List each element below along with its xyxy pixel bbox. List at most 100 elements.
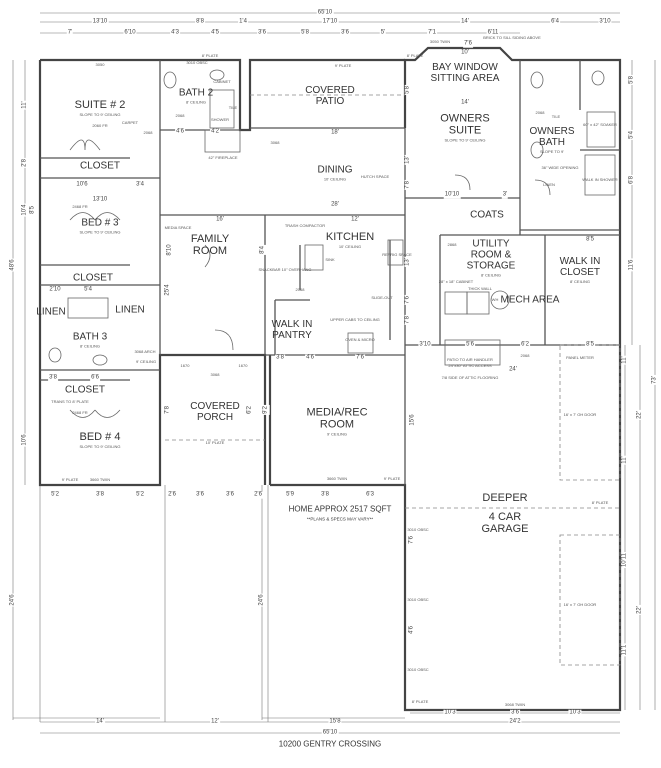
plan-annotation: SLIDE-OUT xyxy=(371,294,393,300)
interior-walls xyxy=(40,60,620,485)
dimension-label: 13' xyxy=(404,155,412,165)
dimension-label: 10'11 xyxy=(621,551,629,569)
dimension-label: 5' xyxy=(379,29,387,37)
room-name: UTILITY ROOM & STORAGE xyxy=(466,238,516,272)
dimension-label: 8'5 xyxy=(585,236,595,244)
plan-annotation: BRICK TO SILL SIDING ABOVE xyxy=(483,34,541,40)
dimension-label: 14' xyxy=(460,18,470,26)
dimension-label: 13'10 xyxy=(91,196,109,204)
plan-annotation: MEDIA SPACE xyxy=(164,224,192,230)
dimension-label: 22' xyxy=(636,605,644,615)
plan-annotation: TRANS TO 8' PLATE xyxy=(51,398,89,404)
dimension-label: 3'6 xyxy=(340,29,350,37)
dimension-label: 7'6 xyxy=(463,40,473,48)
plan-annotation: THICK WALL xyxy=(468,285,492,291)
plan-annotation: 8' PLATE xyxy=(411,698,429,704)
room-name: COVERED PATIO xyxy=(305,85,355,107)
dimension-label: 3' xyxy=(501,191,509,199)
plan-annotation: 42" FIREPLACE xyxy=(208,154,238,160)
room-label: CLOSET xyxy=(80,161,120,172)
room-label: COVERED PORCH xyxy=(180,401,250,423)
plan-annotation: HUTCH SPACE xyxy=(360,173,390,179)
dimension-label: 11' xyxy=(621,455,629,465)
dimension-label: 5'4 xyxy=(628,130,636,140)
dimension-label: 14' xyxy=(95,718,105,726)
room-name: CLOSET xyxy=(72,272,114,284)
plan-annotation: 2468 FR xyxy=(72,409,88,415)
dimension-label: 3'6 xyxy=(510,709,520,717)
dimension-label: 17'10 xyxy=(321,18,339,26)
dimension-label: 7'6 xyxy=(355,354,365,362)
room-name: FAMILY ROOM xyxy=(190,232,230,257)
dimension-label: 3'10 xyxy=(598,18,612,26)
dimension-label: 5'8 xyxy=(628,75,636,85)
room-name: CLOSET xyxy=(64,384,106,396)
dimension-label: 3'6 xyxy=(225,491,235,499)
dimension-label: 2'6 xyxy=(167,491,177,499)
dimension-label: 15'6 xyxy=(409,413,417,427)
room-ceiling-note: 8' CEILING xyxy=(185,99,207,105)
dimension-label: 24'6 xyxy=(258,593,266,607)
plan-annotation: 8' PLATE xyxy=(201,52,219,58)
dimension-label: 16' xyxy=(215,216,225,224)
plan-annotation: REFRIG SPACE xyxy=(382,251,412,257)
plan-annotation: 8' PLATE xyxy=(406,52,424,58)
plan-annotation: 2068 xyxy=(295,286,305,292)
room-label: CLOSET xyxy=(65,385,105,396)
dimension-label: 73' xyxy=(651,375,659,385)
plan-annotation: WALK IN SHOWER xyxy=(582,176,618,182)
dimension-label: 6'10 xyxy=(123,29,137,37)
room-name: COVERED PORCH xyxy=(190,401,240,423)
room-label: FAMILY ROOM xyxy=(175,233,245,257)
dimension-label: 25'4 xyxy=(164,283,172,297)
plan-annotation: SNACKBAR 10" OVERHANG xyxy=(258,266,312,272)
garage-doors xyxy=(165,94,621,666)
room-name: WALK IN CLOSET xyxy=(559,255,601,278)
dimension-label: 8'8 xyxy=(195,18,205,26)
dimension-label: 10'10 xyxy=(443,191,461,199)
dimension-label: 3'8 xyxy=(275,354,285,362)
dimension-label: 4'6 xyxy=(175,128,185,136)
plan-annotation: 9' CEILING xyxy=(135,358,157,364)
dimension-label: 7'6 xyxy=(408,535,416,545)
dimension-label: 2'6 xyxy=(253,491,263,499)
plan-annotation: 8' PLATE xyxy=(591,499,609,505)
dimension-label: 48'6 xyxy=(9,258,17,272)
room-label: CLOSET xyxy=(73,273,113,284)
dimension-label: 2'10 xyxy=(48,286,62,294)
dimension-label: 24' xyxy=(508,366,518,374)
dimension-label: 5'8 xyxy=(300,29,310,37)
dimension-label: 5'2 xyxy=(135,491,145,499)
dimension-label: 6'2 xyxy=(520,341,530,349)
dimension-label: 4'5 xyxy=(210,29,220,37)
room-name: MEDIA/REC ROOM xyxy=(306,406,368,431)
plan-annotation: 3068 TWIN xyxy=(504,701,526,707)
plan-annotation: 2068 xyxy=(143,129,153,135)
room-ceiling-note: 8' CEILING xyxy=(79,343,101,349)
dimension-label: 65'10 xyxy=(316,9,334,17)
plan-annotation: CARPET xyxy=(121,119,139,125)
dimension-label: 3'6 xyxy=(257,29,267,37)
plan-annotation: 16' x 7' OH DOOR xyxy=(563,601,597,607)
dimension-label: 10'4 xyxy=(21,203,29,217)
room-name: BATH 2 xyxy=(178,87,214,99)
plan-annotation: 28" x 18" CABINET xyxy=(438,278,474,284)
dimension-label: 4'6 xyxy=(408,625,416,635)
dimension-label: 14' xyxy=(460,99,470,107)
room-name: CLOSET xyxy=(79,160,121,172)
dimension-label: 8'5 xyxy=(585,341,595,349)
dimension-label: 6'8 xyxy=(628,175,636,185)
room-name: WALK IN PANTRY xyxy=(271,319,313,341)
dimension-label: 12' xyxy=(210,718,220,726)
room-ceiling-note: SLOPE TO 9' xyxy=(540,148,564,154)
dimension-label: 13' xyxy=(404,257,412,267)
dimension-label: 3'8 xyxy=(320,491,330,499)
room-name: LINEN xyxy=(115,304,145,316)
plan-annotation: 2068 xyxy=(520,352,530,358)
